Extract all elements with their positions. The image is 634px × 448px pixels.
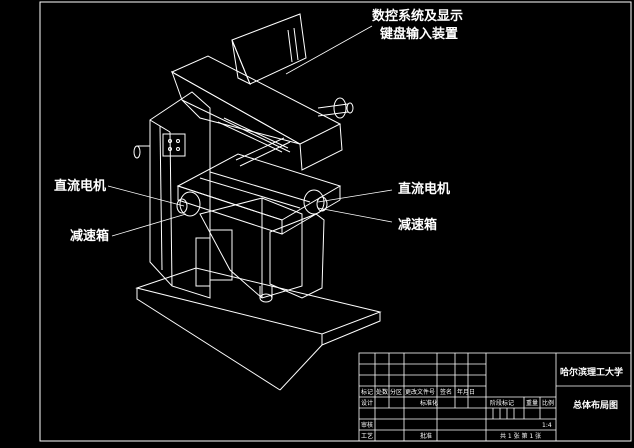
svg-text:更改文件号: 更改文件号 bbox=[405, 388, 435, 396]
svg-text:处数: 处数 bbox=[376, 388, 388, 396]
label-cnc-system: 数控系统及显示 bbox=[372, 8, 463, 24]
right-reducer bbox=[269, 213, 325, 299]
label-keyboard-input: 键盘输入装置 bbox=[379, 26, 458, 42]
handwheel bbox=[333, 97, 347, 119]
label-reducer-right: 减速箱 bbox=[398, 217, 437, 233]
sheet-info: 共 1 张 第 1 张 bbox=[500, 432, 541, 440]
title-block bbox=[358, 352, 632, 442]
cnc-display-box bbox=[231, 13, 307, 85]
label-reducer-left: 减速箱 bbox=[70, 228, 109, 244]
left-dc-motor bbox=[179, 191, 201, 217]
spindle-head bbox=[170, 55, 342, 145]
svg-text:标准化: 标准化 bbox=[420, 399, 438, 407]
machine-column bbox=[149, 91, 211, 299]
svg-text:批准: 批准 bbox=[420, 432, 432, 440]
drawing-border bbox=[39, 1, 632, 442]
svg-text:阶段标记: 阶段标记 bbox=[490, 399, 514, 407]
label-dc-motor-left: 直流电机 bbox=[54, 178, 106, 194]
label-dc-motor-right: 直流电机 bbox=[398, 181, 450, 197]
svg-text:重量: 重量 bbox=[526, 399, 538, 407]
scale-value: 1:4 bbox=[542, 422, 552, 429]
milling-machine-illustration bbox=[133, 13, 382, 391]
machine-base bbox=[135, 267, 382, 335]
saddle bbox=[199, 197, 303, 299]
svg-text:年月日: 年月日 bbox=[457, 388, 475, 396]
guide-rail bbox=[217, 121, 283, 153]
svg-text:比例: 比例 bbox=[542, 399, 554, 407]
svg-text:审核: 审核 bbox=[361, 421, 373, 429]
school-name: 哈尔滨理工大学 bbox=[560, 366, 623, 378]
svg-text:设计: 设计 bbox=[361, 399, 373, 407]
right-dc-motor bbox=[303, 189, 325, 215]
leader-lines bbox=[107, 25, 393, 237]
svg-text:标记: 标记 bbox=[361, 388, 373, 396]
drawing-name: 总体布局图 bbox=[573, 399, 618, 411]
svg-text:分区: 分区 bbox=[390, 388, 402, 396]
svg-text:工艺: 工艺 bbox=[361, 432, 373, 440]
title-block-text: 标记 处数 分区 更改文件号 签名 年月日 设计 标准化 审核 工艺 批准 阶段… bbox=[361, 366, 623, 440]
control-panel bbox=[162, 133, 186, 157]
svg-text:签名: 签名 bbox=[440, 388, 452, 396]
